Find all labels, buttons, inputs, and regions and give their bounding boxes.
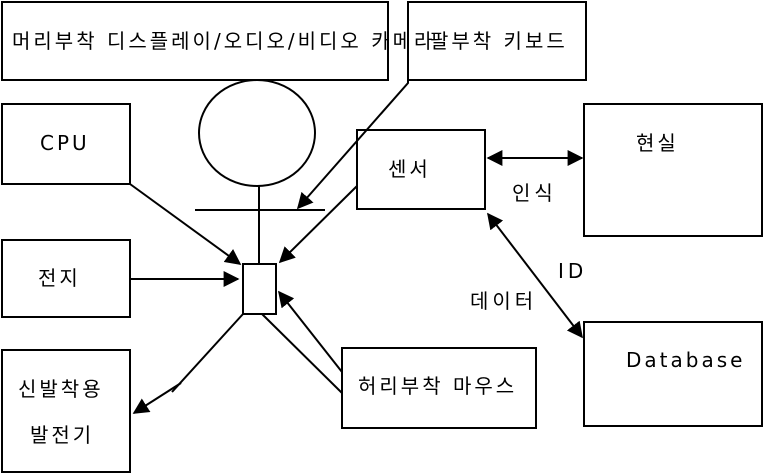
cpu-to-body-arrow	[129, 183, 242, 265]
mouse-to-body-arrow	[278, 290, 343, 373]
shoe-generator-label-2: 발전기	[30, 423, 94, 447]
database-box	[583, 321, 763, 427]
arm-keyboard-box	[407, 1, 587, 81]
cpu-box	[1, 103, 131, 185]
waist-mouse-label: 허리부착 마우스	[358, 374, 517, 398]
reality-label: 현실	[636, 131, 679, 155]
shoe-generator-label-1: 신발착용	[18, 377, 104, 401]
keyboard-to-arm-arrow	[296, 50, 409, 210]
head-device-label: 머리부착 디스플레이/오디오/비디오 카메라	[12, 29, 435, 53]
shoe-generator-box	[1, 349, 131, 473]
arm-keyboard-label: 팔부착 키보드	[430, 29, 568, 53]
id-label: ID	[558, 259, 587, 283]
battery-label: 전지	[38, 266, 81, 290]
person-right-leg	[261, 313, 343, 394]
person-head	[198, 79, 316, 187]
waist-mouse-box	[341, 347, 537, 429]
head-device-box	[1, 1, 389, 81]
head-device-to-body-arrow	[278, 185, 358, 264]
data-label: 데이터	[470, 289, 537, 313]
person-left-leg	[171, 313, 244, 393]
recognition-label: 인식	[512, 181, 557, 205]
person-body	[242, 263, 277, 315]
sensor-label: 센서	[388, 157, 431, 181]
database-label: Database	[626, 348, 745, 372]
sensor-box	[356, 129, 486, 210]
cpu-label: CPU	[40, 131, 90, 155]
sensor-database-double-arrow	[487, 212, 583, 339]
leg-to-shoe-arrow	[132, 382, 182, 414]
reality-box	[583, 103, 763, 237]
